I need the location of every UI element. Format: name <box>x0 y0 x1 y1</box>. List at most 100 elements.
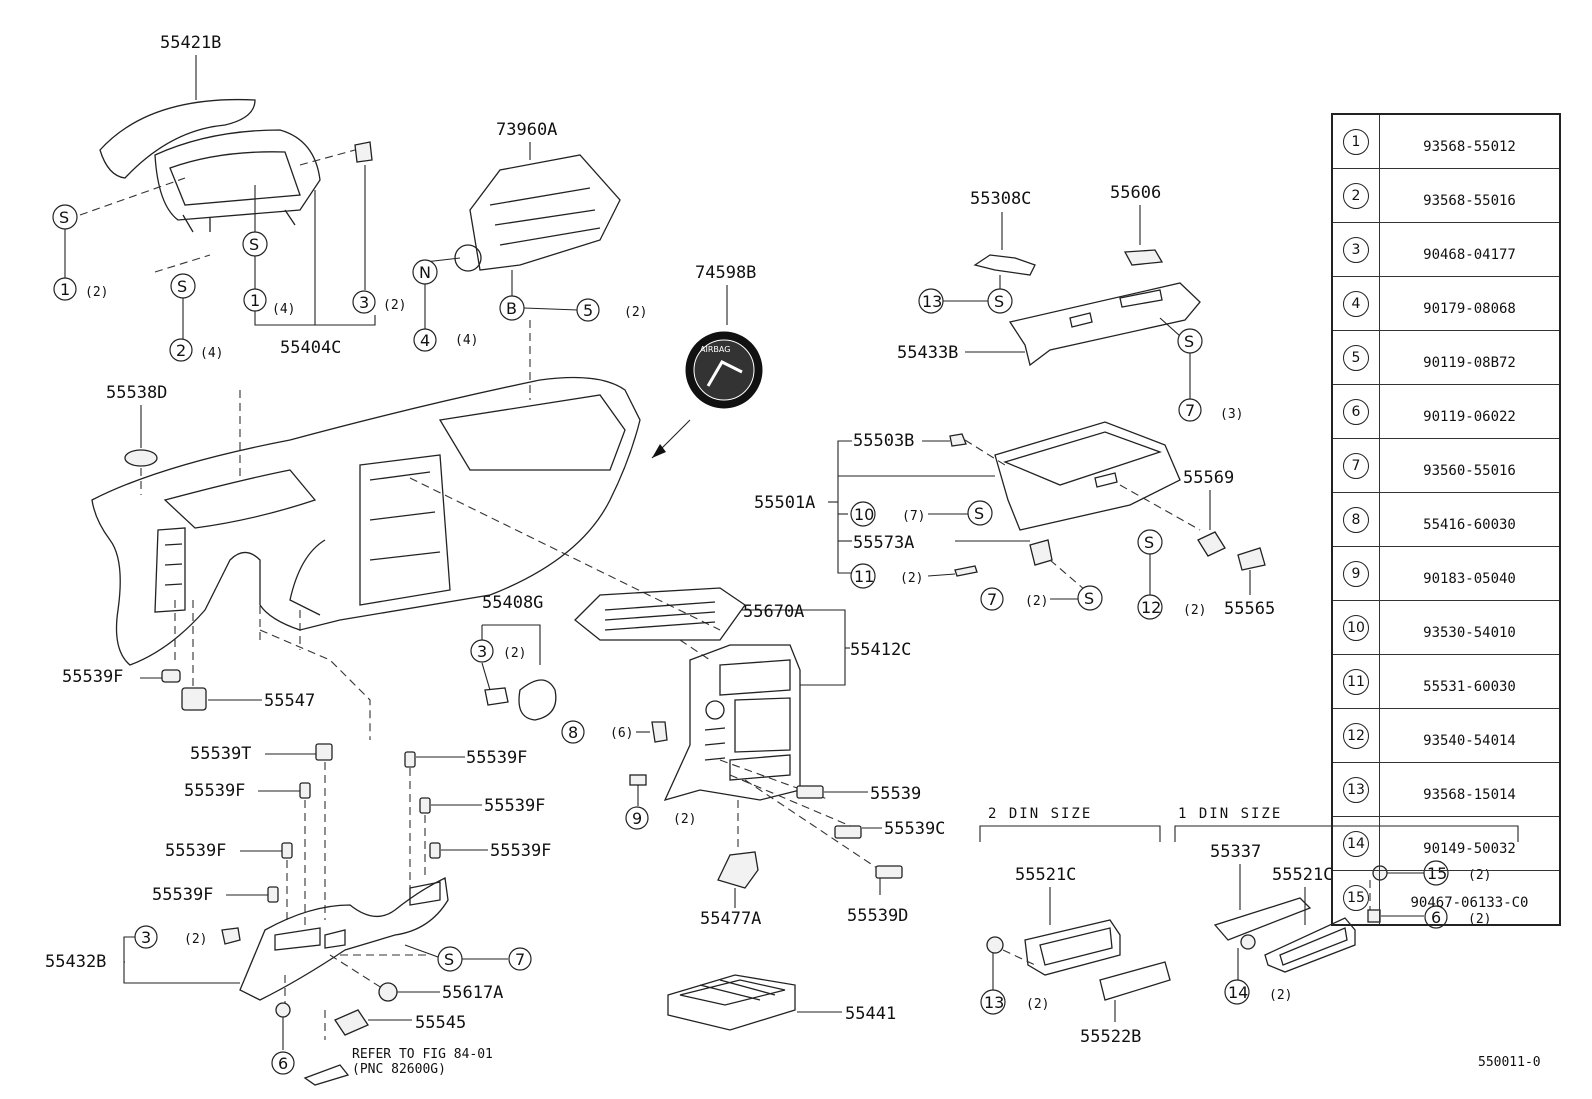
part-label-55404c: 55404C <box>280 338 341 358</box>
callout-number: 8 <box>1343 506 1369 533</box>
callout-14: 14 <box>1224 979 1250 1005</box>
part-number-cell: 55531-60030 <box>1379 654 1561 709</box>
screw-s-fastener: S <box>52 204 78 230</box>
callout-10: 10 <box>850 501 876 527</box>
svg-text:(2): (2) <box>900 571 923 586</box>
screw-s-fastener: S <box>1077 585 1103 611</box>
svg-text:S: S <box>59 208 69 227</box>
part-label-55421b: 55421B <box>160 33 221 53</box>
meter-hood-shape <box>99 98 256 179</box>
reference-number-cell: 4 <box>1331 276 1380 331</box>
callout-number: 2 <box>1343 182 1369 209</box>
callout-2: 2 <box>169 338 193 362</box>
callout-13: 13 <box>980 989 1006 1015</box>
callout-number: 1 <box>1343 128 1369 155</box>
part-label-55617a: 55617A <box>442 983 503 1003</box>
din-bracket-shape <box>1213 897 1312 941</box>
callout-9: 9 <box>625 806 649 830</box>
svg-text:(2): (2) <box>624 305 647 320</box>
reference-number-cell: 3 <box>1331 222 1380 277</box>
part-number-cell: 90468-04177 <box>1379 222 1561 277</box>
svg-text:S: S <box>444 950 454 969</box>
screw-s-fastener: S <box>1177 328 1203 354</box>
striker-shape <box>1237 547 1266 571</box>
callout-6: 6 <box>271 1051 295 1075</box>
svg-text:12: 12 <box>1141 598 1161 617</box>
callout-number: 10 <box>1343 614 1369 641</box>
part-label-55547: 55547 <box>264 691 315 711</box>
part-label-55539f: 55539F <box>184 781 245 801</box>
part-label-55539: 55539 <box>870 784 921 804</box>
svg-text:9: 9 <box>632 809 642 828</box>
bolt-b-fastener: B <box>499 295 525 321</box>
refer-note-line2: (PNC 82600G) <box>352 1062 446 1077</box>
switch-shape <box>717 851 759 889</box>
instrument-panel-shape <box>91 376 641 666</box>
svg-text:(7): (7) <box>902 509 925 524</box>
svg-text:1: 1 <box>250 291 260 310</box>
svg-text:3: 3 <box>477 642 487 661</box>
svg-text:S: S <box>974 504 984 523</box>
airbag-module-shape <box>469 154 621 271</box>
callout-number: 13 <box>1343 776 1369 803</box>
callout-3: 3 <box>470 639 494 663</box>
hazard-switch-bracket-shape <box>518 679 557 721</box>
part-label-55441: 55441 <box>845 1004 896 1024</box>
part-label-55501a: 55501A <box>754 493 815 513</box>
reference-number-cell: 9 <box>1331 546 1380 601</box>
cap-shape <box>124 449 158 467</box>
callout-number: 14 <box>1343 830 1369 857</box>
part-label-55539c: 55539C <box>884 819 945 839</box>
glovebox-upper-panel-shape <box>1008 282 1201 367</box>
part-label-74598b: 74598B <box>695 263 756 283</box>
svg-text:(2): (2) <box>1025 594 1048 609</box>
callout-5: 5 <box>576 298 600 322</box>
svg-text:(2): (2) <box>184 932 207 947</box>
part-number-cell: 55416-60030 <box>1379 492 1561 547</box>
part-label-55503b: 55503B <box>853 431 914 451</box>
callout-number: 11 <box>1343 668 1369 695</box>
center-vent-shape <box>574 587 746 641</box>
part-number-cell: 90467-06133-C0 <box>1379 870 1561 926</box>
callout-number: 12 <box>1343 722 1369 749</box>
part-label-55670a: 55670A <box>743 602 804 622</box>
svg-text:(4): (4) <box>272 302 295 317</box>
svg-text:(2): (2) <box>1183 603 1206 618</box>
reference-table-row: 5 90119-08B72 <box>1331 330 1561 385</box>
svg-text:(6): (6) <box>610 726 633 741</box>
svg-text:S: S <box>994 292 1004 311</box>
part-number-cell: 90119-08B72 <box>1379 330 1561 385</box>
svg-text:4: 4 <box>420 331 430 350</box>
part-label-55539f: 55539F <box>490 841 551 861</box>
svg-text:(2): (2) <box>1269 988 1292 1003</box>
reference-number-cell: 10 <box>1331 600 1380 655</box>
reference-table-row: 8 55416-60030 <box>1331 492 1561 547</box>
svg-text:6: 6 <box>278 1054 288 1073</box>
screw-s-fastener: S <box>987 288 1013 314</box>
reference-table-row: 11 55531-60030 <box>1331 654 1561 709</box>
din-pocket-shape <box>1024 919 1121 976</box>
part-label-55433b: 55433B <box>897 343 958 363</box>
callout-number: 3 <box>1343 236 1369 263</box>
callout-number: 5 <box>1343 344 1369 371</box>
callout-8: 8 <box>561 720 585 744</box>
airbag-warning-label: AIRBAG <box>685 331 763 409</box>
callout-number: 6 <box>1343 398 1369 425</box>
part-label-55538d: 55538D <box>106 383 167 403</box>
part-number-cell: 90179-08068 <box>1379 276 1561 331</box>
svg-text:B: B <box>506 299 517 318</box>
part-label-55539f: 55539F <box>484 796 545 816</box>
reference-table-row: 3 90468-04177 <box>1331 222 1561 277</box>
screw-s-fastener: S <box>437 946 463 972</box>
svg-text:(2): (2) <box>383 298 406 313</box>
tray-shape <box>667 974 796 1031</box>
svg-text:S: S <box>249 235 259 254</box>
part-label-55412c: 55412C <box>850 640 911 660</box>
reference-number-cell: 14 <box>1331 816 1380 871</box>
glove-box-door-shape <box>994 421 1181 531</box>
screw-s-fastener: S <box>242 231 268 257</box>
